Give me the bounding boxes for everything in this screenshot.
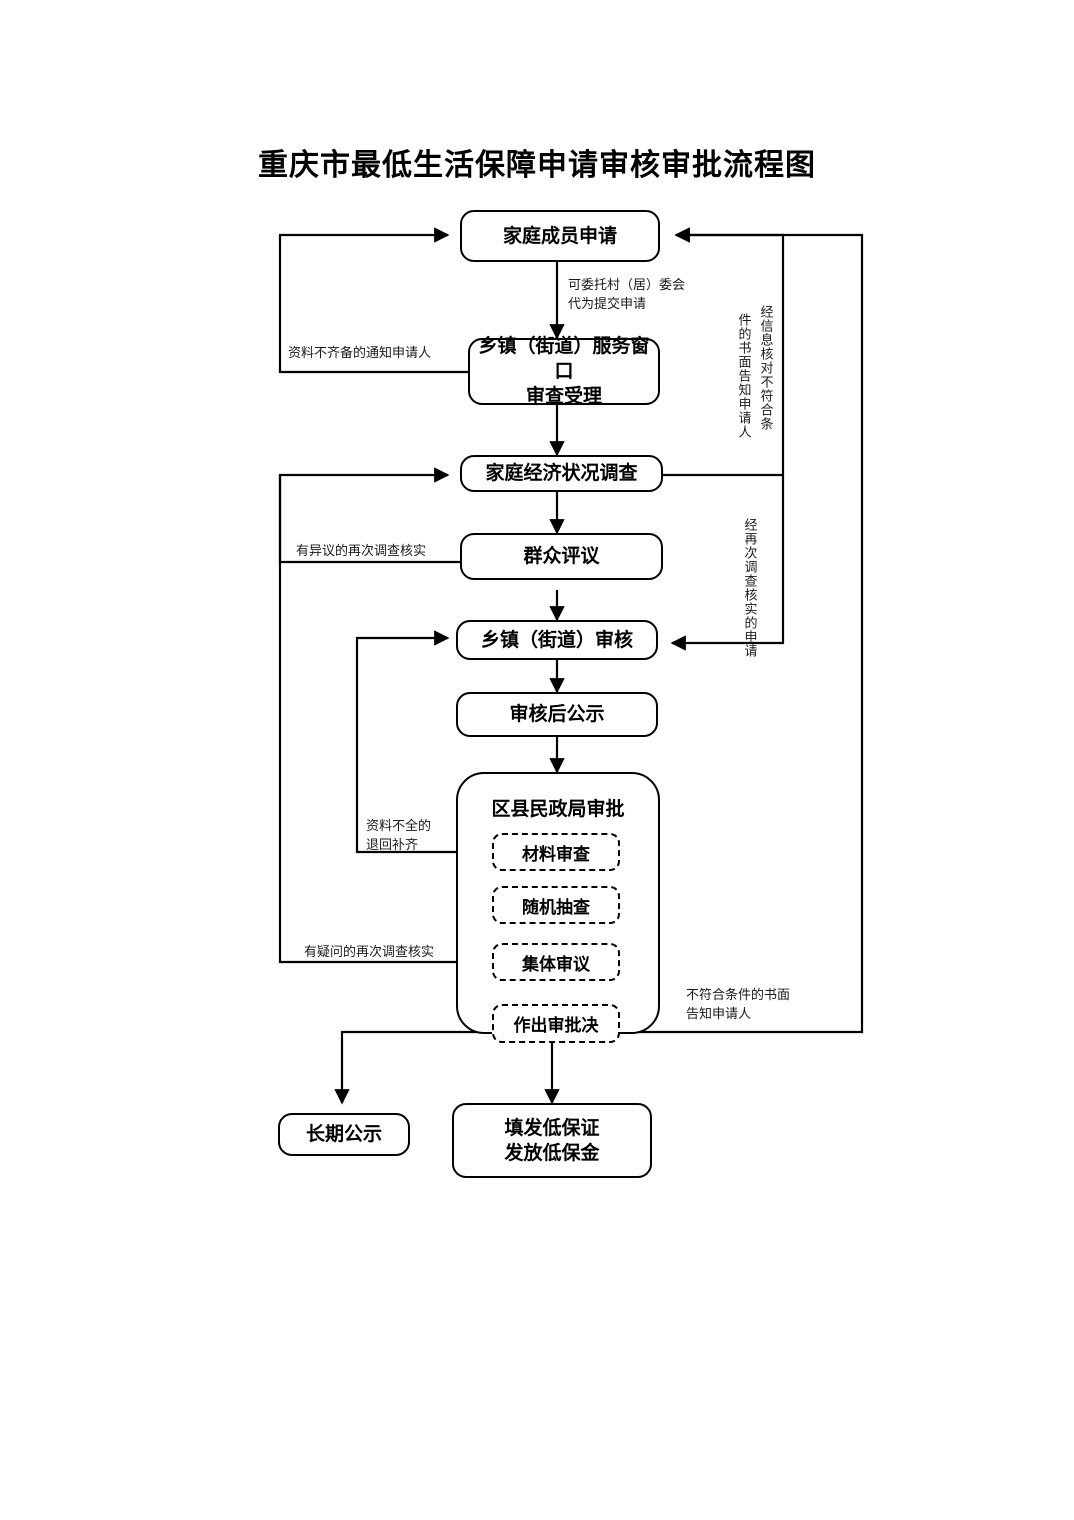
node-township-verification[interactable]: 乡镇（街道）审核 [456, 620, 658, 660]
approval-group-title: 区县民政局审批 [491, 798, 625, 820]
page-title: 重庆市最低生活保障申请审核审批流程图 [258, 148, 816, 183]
edge-apply-township [670, 475, 785, 651]
node-post-verification-publicity[interactable]: 审核后公示 [456, 692, 658, 737]
node-long-term-publicity[interactable]: 长期公示 [278, 1113, 410, 1156]
node-issue-subsistence-allowance[interactable]: 填发低保证 发放低保金 [452, 1103, 652, 1178]
edge-label-delegate: 可委托村（居）委会 代为提交申请 [568, 278, 686, 312]
edge-label-doubt-reinvestigate: 有疑问的再次调查核实 [304, 945, 435, 960]
node-township-service-window[interactable]: 乡镇（街道）服务窗口 审查受理 [468, 335, 660, 407]
edge-label-reverified-application: 经再次调查核实的申请 [741, 518, 757, 658]
edge-label-objection-reinvestigate: 有异议的再次调查核实 [296, 544, 427, 559]
node-family-application[interactable]: 家庭成员申请 [460, 210, 660, 262]
edge-label-info-mismatch-line2: 件的书面告知申请人 [735, 313, 751, 439]
edge-label-info-mismatch-line1: 经信息核对不符合条 [757, 305, 773, 431]
edge-label-incomplete-materials: 资料不齐备的通知申请人 [288, 346, 432, 361]
node-public-appraisal[interactable]: 群众评议 [460, 533, 663, 580]
edge-label-return-for-missing-materials: 资料不全的 退回补齐 [366, 819, 432, 853]
node-material-examination[interactable]: 材料审查 [492, 833, 620, 871]
edge-label-not-eligible-notice: 不符合条件的书面 告知申请人 [686, 988, 791, 1022]
node-collective-deliberation[interactable]: 集体审议 [492, 943, 620, 981]
node-approval-decision[interactable]: 作出审批决 [492, 1004, 620, 1043]
node-household-economic-survey[interactable]: 家庭经济状况调查 [460, 455, 663, 492]
node-random-inspection[interactable]: 随机抽查 [492, 886, 620, 924]
